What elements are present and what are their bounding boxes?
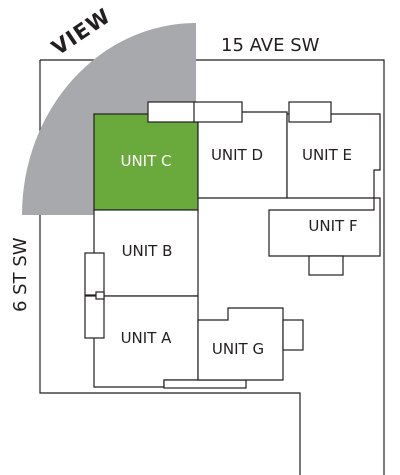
unit-b-label: UNIT B <box>122 242 173 260</box>
unit-g-annex <box>282 319 304 351</box>
bottom-connector <box>163 379 247 389</box>
top-annex-2 <box>193 101 243 123</box>
west-annex-lower <box>84 295 105 339</box>
unit-g-label: UNIT G <box>212 340 264 358</box>
top-annex-3 <box>288 101 332 123</box>
west-annex-upper <box>84 252 105 296</box>
unit-f[interactable] <box>268 197 381 257</box>
unit-f-label: UNIT F <box>308 217 357 235</box>
unit-c[interactable] <box>93 113 199 211</box>
top-annex-1 <box>147 101 197 123</box>
unit-d-label: UNIT D <box>211 146 263 164</box>
street-north-label: 15 AVE SW <box>221 35 320 56</box>
unit-c-label: UNIT C <box>120 152 171 170</box>
unit-a-label: UNIT A <box>121 329 173 347</box>
unit-e[interactable] <box>286 113 381 199</box>
unit-e-label: UNIT E <box>302 146 352 164</box>
west-annex-joint <box>95 291 105 300</box>
unit-f-annex <box>308 255 344 276</box>
unit-g[interactable] <box>197 307 284 381</box>
street-west-label: 6 ST SW <box>10 237 31 312</box>
